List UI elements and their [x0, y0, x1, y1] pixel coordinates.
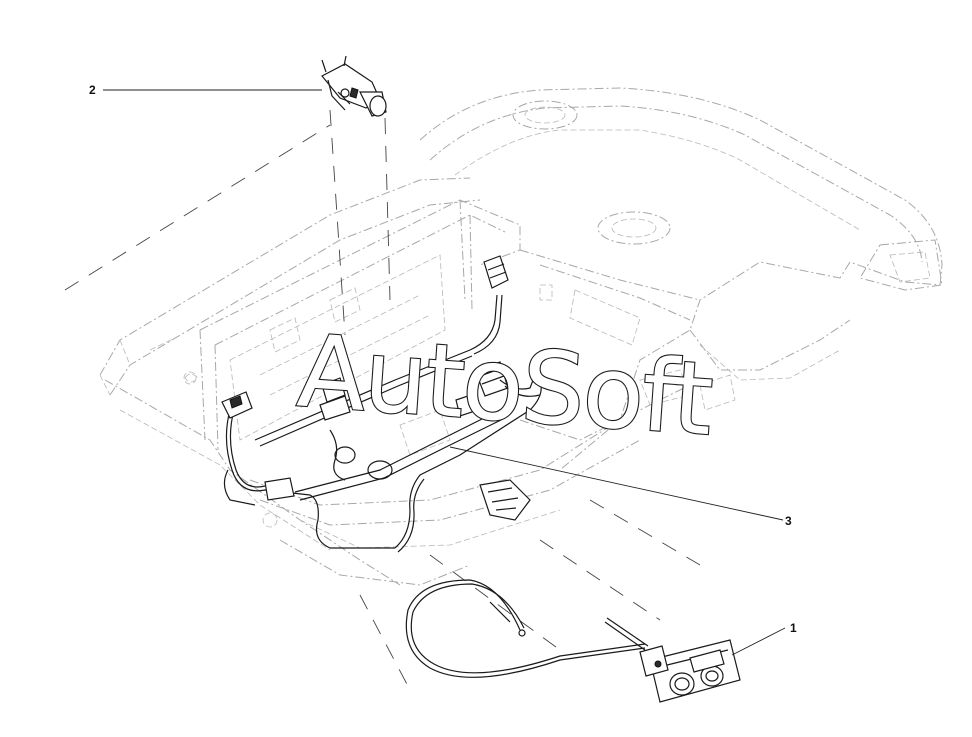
autosoft-watermark: AutoSoft [294, 312, 715, 458]
callout-3-number: 3 [785, 514, 792, 528]
callout-1-number: 1 [790, 621, 797, 635]
part-1-heater-control [405, 579, 741, 703]
part-3-wiring-harness [221, 255, 542, 553]
part-2-valve [321, 55, 387, 117]
callout-2-number: 2 [89, 83, 96, 97]
vehicle-floor-ghost [99, 87, 943, 586]
callout-leaders [103, 89, 786, 656]
projection-lines [64, 109, 701, 691]
